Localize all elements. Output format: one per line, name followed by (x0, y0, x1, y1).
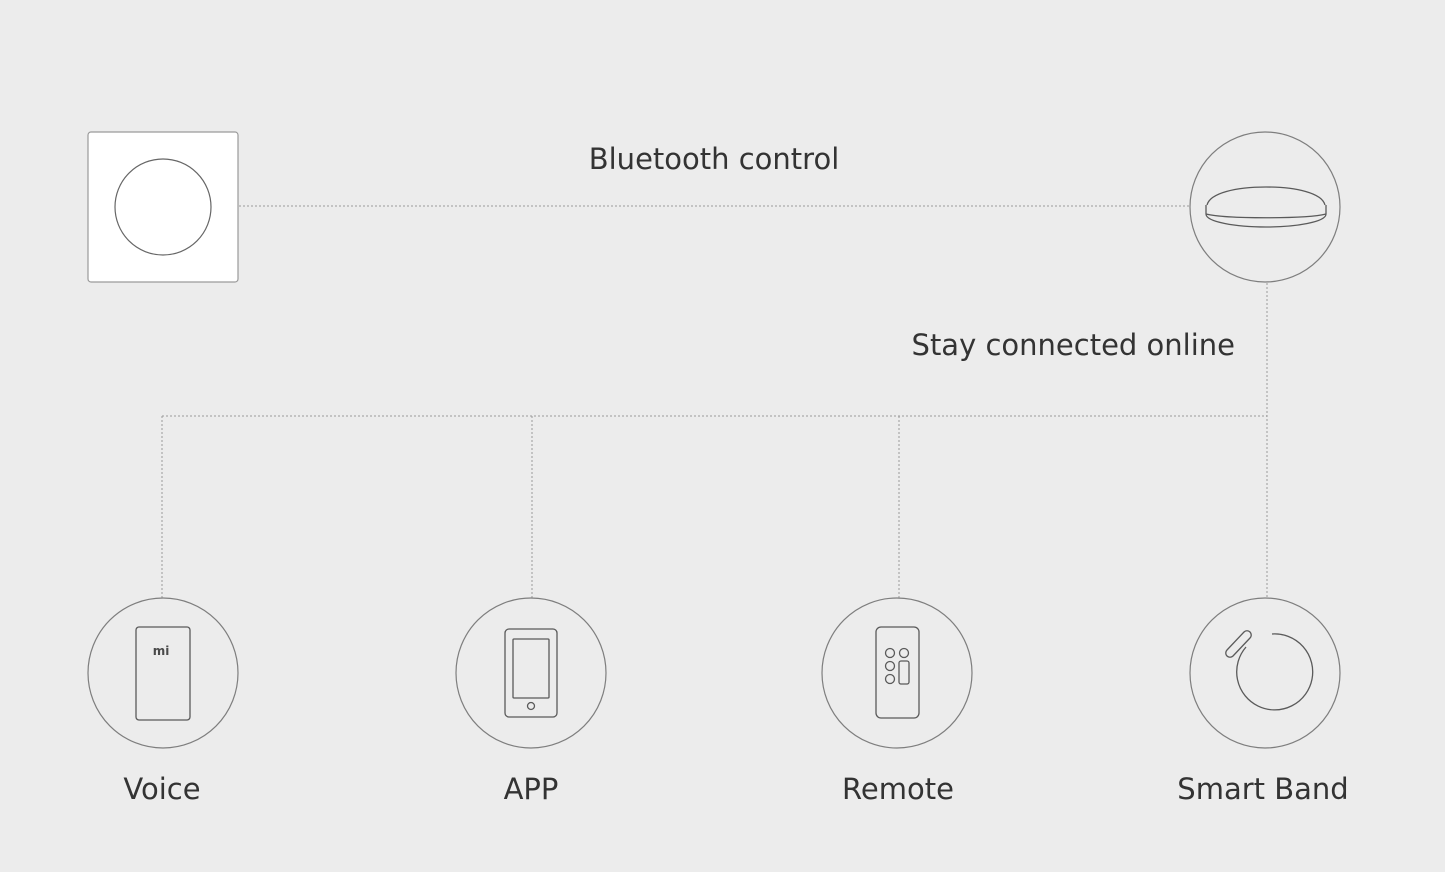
device-app: APP (455, 597, 607, 806)
voice-icon-ring (87, 597, 239, 749)
wall-switch-icon (87, 131, 239, 283)
device-remote: Remote (821, 597, 973, 806)
app-label: APP (504, 772, 559, 806)
smartphone-icon (504, 628, 558, 718)
remote-label: Remote (842, 772, 954, 806)
remote-icon-ring (821, 597, 973, 749)
app-icon-ring (455, 597, 607, 749)
band-icon-ring (1189, 597, 1341, 749)
mi-speaker-icon: mi (135, 626, 191, 721)
remote-control-icon (875, 626, 920, 719)
ceiling-light-icon (1189, 131, 1341, 283)
device-smart-band: Smart Band (1177, 597, 1349, 806)
mi-logo: mi (153, 644, 170, 658)
stay-connected-online-label: Stay connected online (912, 328, 1235, 362)
bluetooth-control-label: Bluetooth control (589, 142, 840, 176)
smart-band-icon (1225, 630, 1314, 711)
device-voice: mi Voice (87, 597, 239, 806)
smart-band-label: Smart Band (1177, 772, 1348, 806)
voice-label: Voice (123, 772, 200, 806)
